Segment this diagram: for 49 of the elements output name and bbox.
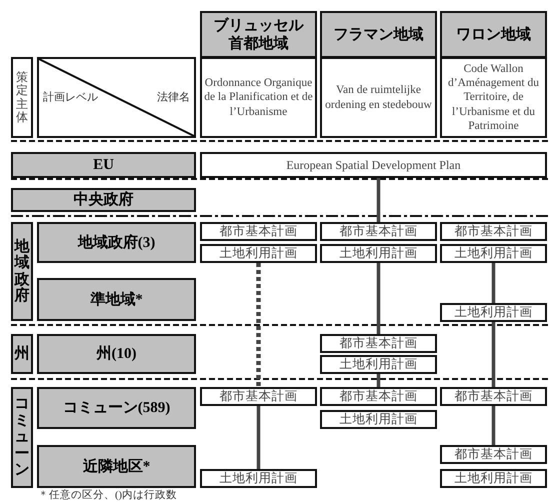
connector-line — [256, 263, 261, 387]
plan-box: 土地利用計画 — [440, 303, 547, 322]
connector-line — [376, 263, 380, 334]
footnote: ＊任意の区分、()内は行政数 — [38, 488, 177, 502]
column-header: ワロン地域 — [440, 11, 547, 58]
vertical-label: コミューン — [14, 396, 30, 479]
plan-box: 都市基本計画 — [320, 334, 437, 353]
level-box: 近隣地区* — [37, 445, 196, 488]
column-header: フラマン地域 — [320, 11, 437, 58]
level-box: 州(10) — [37, 334, 196, 374]
header-label: 計画レベル — [43, 90, 98, 104]
plan-box: 土地利用計画 — [200, 244, 317, 263]
plan-box: 都市基本計画 — [440, 222, 547, 241]
connector-line — [376, 374, 380, 387]
plan-box: 土地利用計画 — [320, 244, 437, 263]
group-label — [11, 222, 33, 321]
plan-box: 土地利用計画 — [320, 410, 437, 429]
vertical-label: 州 — [14, 346, 30, 362]
law-name-box: Ordonnance Organique de la Planification et de l’Urbanisme — [200, 57, 317, 138]
connector-line — [376, 178, 380, 222]
plan-box: 都市基本計画 — [320, 222, 437, 241]
plan-box: 土地利用計画 — [320, 355, 437, 374]
plan-box: 都市基本計画 — [440, 387, 547, 406]
header-label: 法律名 — [157, 90, 190, 104]
plan-box: 都市基本計画 — [440, 445, 547, 464]
vertical-label: 地域政府 — [14, 238, 30, 304]
connector-line — [492, 406, 496, 445]
connector-line — [492, 322, 496, 387]
connector-line — [492, 263, 496, 303]
level-box: 中央政府 — [11, 188, 196, 212]
plan-box: 都市基本計画 — [200, 387, 317, 406]
plan-box: 都市基本計画 — [200, 222, 317, 241]
plan-box: 都市基本計画 — [320, 387, 437, 406]
level-box: 準地域* — [37, 278, 196, 321]
level-box: コミューン(589) — [37, 387, 196, 429]
level-box: EU — [11, 152, 196, 178]
law-name-box: Code Wallon d’Aménagement du Territoire, de l’Urbanisme et du Patrimoine — [440, 57, 547, 138]
header-label — [11, 57, 33, 138]
law-name-box: Van de ruimtelijke ordening en stedebouw — [320, 57, 437, 138]
plan-box: 土地利用計画 — [440, 244, 547, 263]
plan-box: European Spatial Development Plan — [200, 152, 547, 178]
level-box: 地域政府(3) — [37, 222, 196, 263]
connector-line — [256, 406, 260, 469]
plan-box: 土地利用計画 — [200, 469, 317, 488]
group-label — [11, 334, 33, 374]
group-label — [11, 387, 33, 488]
vertical-label: 策定主体 — [16, 71, 28, 124]
plan-box: 土地利用計画 — [440, 469, 547, 488]
column-header: ブリュッセル首都地域 — [200, 11, 317, 58]
